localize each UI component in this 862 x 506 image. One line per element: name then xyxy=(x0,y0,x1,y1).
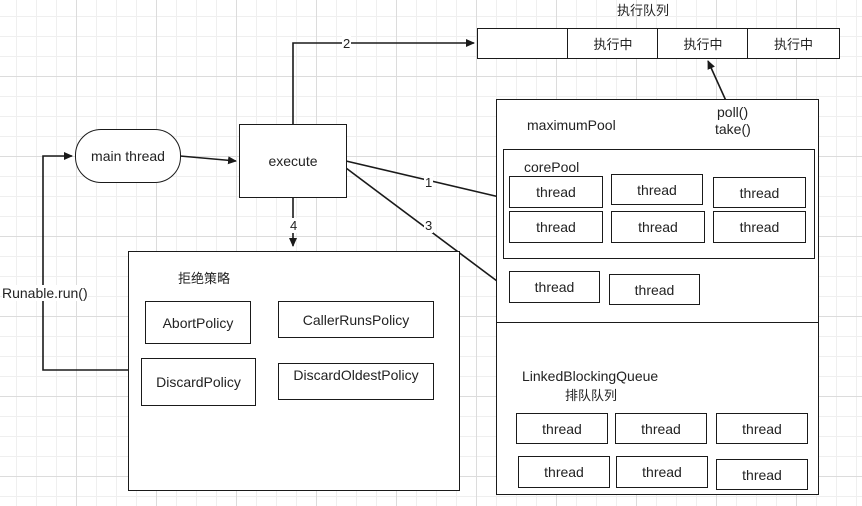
queue-cell: 执行中 xyxy=(747,28,840,59)
discard-oldest-policy: DiscardOldestPolicy xyxy=(278,363,434,400)
discard-policy: DiscardPolicy xyxy=(141,358,256,406)
arrow-execute-to-queue xyxy=(292,39,475,124)
core-thread: thread xyxy=(713,177,806,208)
queue-cell: 执行中 xyxy=(567,28,659,59)
take-label: take() xyxy=(715,121,751,137)
abort-policy: AbortPolicy xyxy=(145,301,251,344)
rejection-title: 拒绝策略 xyxy=(178,272,231,287)
queue-title: 执行队列 xyxy=(617,4,670,19)
execute-node: execute xyxy=(239,124,347,198)
core-pool-container xyxy=(503,149,815,259)
extra-thread: thread xyxy=(509,271,600,303)
core-thread: thread xyxy=(509,176,603,208)
extra-thread: thread xyxy=(609,274,700,305)
linked-queue-subtitle: 排队队列 xyxy=(565,389,618,404)
queue-cell: 执行中 xyxy=(657,28,749,59)
main-thread-node: main thread xyxy=(75,129,181,183)
edge-label-3: 3 xyxy=(424,218,434,233)
runnable-label: Runable.run() xyxy=(2,285,88,301)
queued-thread: thread xyxy=(616,456,708,488)
linked-queue-title: LinkedBlockingQueue xyxy=(522,368,659,384)
core-thread: thread xyxy=(611,211,705,243)
edge-label-1: 1 xyxy=(424,175,434,190)
core-thread: thread xyxy=(713,211,806,243)
queued-thread: thread xyxy=(518,456,610,488)
queued-thread: thread xyxy=(615,413,707,444)
queued-thread: thread xyxy=(516,413,608,444)
core-thread: thread xyxy=(509,211,603,243)
edge-label-4: 4 xyxy=(289,218,299,233)
core-pool-title: corePool xyxy=(524,159,580,175)
arrow-main-to-execute xyxy=(179,155,237,165)
queued-thread: thread xyxy=(716,413,808,444)
edge-label-2: 2 xyxy=(342,36,352,51)
maximum-pool-title: maximumPool xyxy=(527,117,616,133)
arrow-runnable-to-main xyxy=(42,152,128,371)
queue-cell xyxy=(477,28,569,59)
poll-label: poll() xyxy=(717,104,749,120)
core-thread: thread xyxy=(611,174,703,205)
queued-thread: thread xyxy=(716,459,808,490)
caller-runs-policy: CallerRunsPolicy xyxy=(278,301,434,338)
